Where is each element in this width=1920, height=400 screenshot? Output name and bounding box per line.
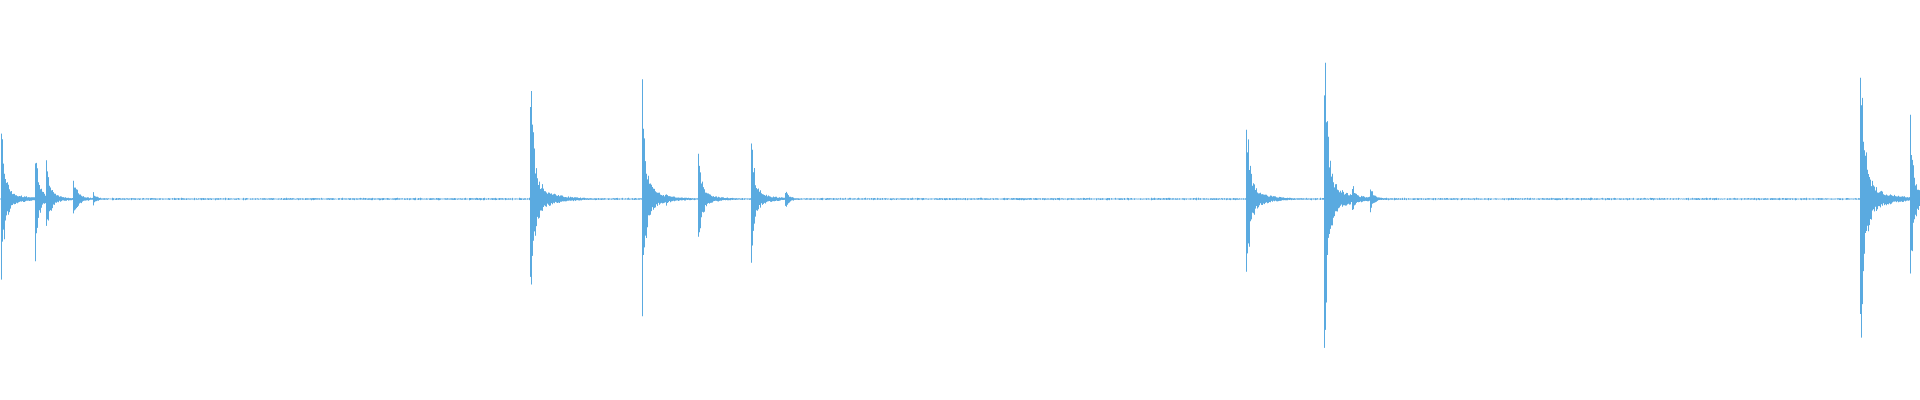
waveform-trace <box>0 62 1920 348</box>
